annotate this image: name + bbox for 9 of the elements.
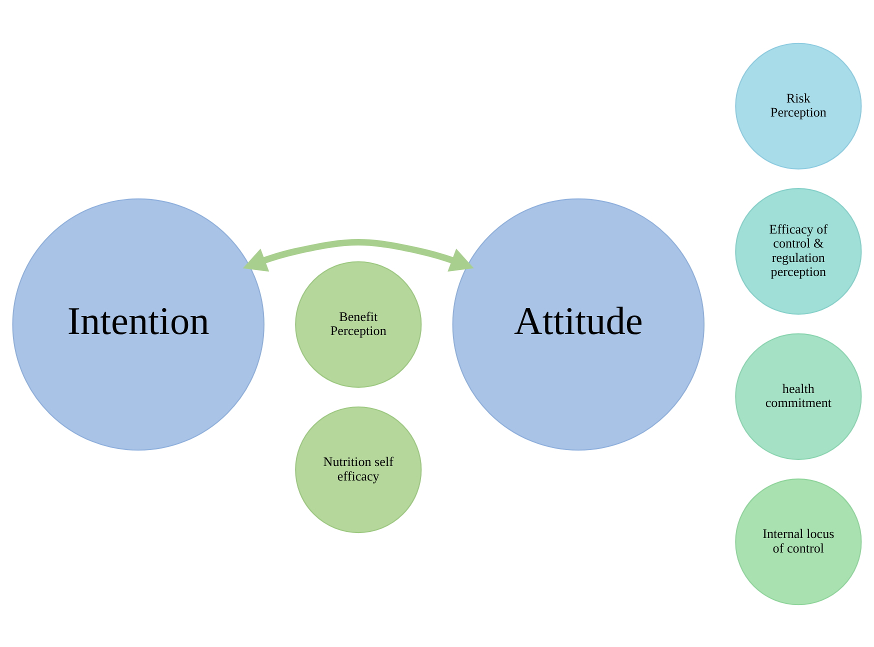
arrow (242, 238, 474, 272)
node-circle: Nutrition self efficacy (295, 406, 422, 533)
node-circle: Internal locus of control (735, 478, 862, 605)
node-circle: Efficacy of control & regulation perception (735, 188, 862, 314)
node-circle: Attitude (452, 198, 705, 450)
node-circle: Intention (12, 198, 264, 450)
node-circle: Benefit Perception (295, 260, 422, 388)
node-circle: Risk Perception (735, 42, 862, 169)
node-circle: health commitment (735, 332, 862, 460)
